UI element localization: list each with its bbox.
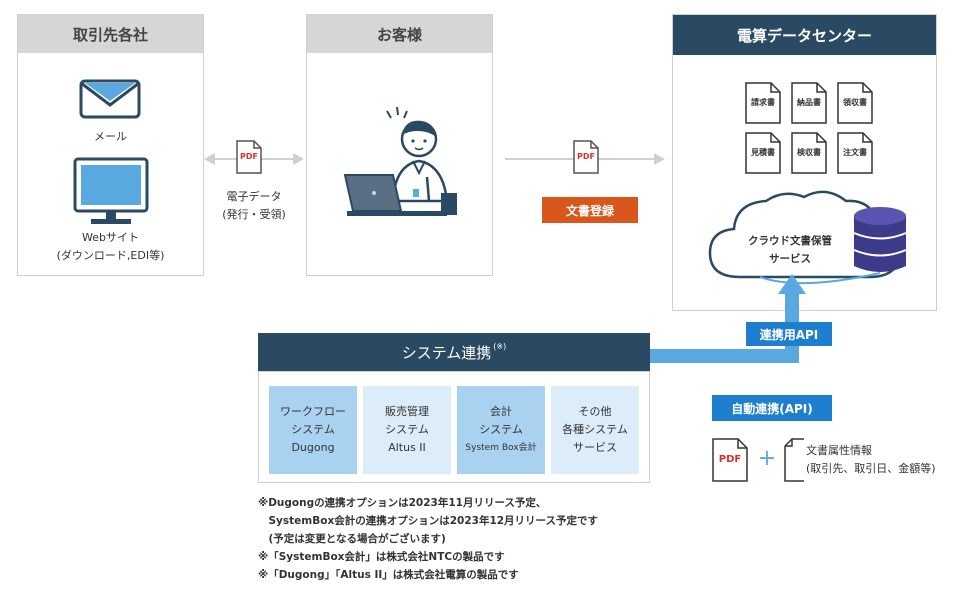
document-icon: 見積書 bbox=[745, 132, 781, 174]
person-laptop-icon bbox=[343, 106, 457, 216]
footnotes: ※Dugongの連携オプションは2023年11月リリース予定、 SystemBo… bbox=[258, 494, 678, 584]
attribute-info-line1: 文書属性情報 bbox=[806, 444, 872, 457]
tile-line: System Box会計 bbox=[465, 443, 537, 453]
tile-line: 販売管理 bbox=[385, 405, 429, 418]
pdf-label: PDF bbox=[240, 152, 258, 161]
document-label: 注文書 bbox=[843, 148, 867, 157]
footnote-line: ※「Dugong」「Altus II」は株式会社電算の製品です bbox=[258, 569, 519, 581]
tile-line: システム bbox=[479, 423, 523, 436]
document-icon: 納品書 bbox=[791, 82, 827, 124]
document-icon: 検収書 bbox=[791, 132, 827, 174]
tile-line: 会計 bbox=[490, 405, 512, 418]
auto-api-badge: 自動連携(API) bbox=[712, 395, 832, 421]
exchange-caption-line2: (発行・受領) bbox=[222, 208, 286, 221]
mail-label: メール bbox=[94, 130, 127, 143]
customer-box: お客様 bbox=[306, 14, 493, 276]
tile-line: システム bbox=[385, 423, 429, 436]
system-tile-altus: 販売管理 システム Altus II bbox=[363, 386, 451, 474]
document-label: 領収書 bbox=[843, 98, 867, 107]
tile-line: Dugong bbox=[291, 441, 335, 454]
document-label: 請求書 bbox=[751, 98, 775, 107]
document-label: 納品書 bbox=[797, 98, 821, 107]
footnote-line: ※「SystemBox会計」は株式会社NTCの製品です bbox=[258, 551, 505, 563]
tile-line: システム bbox=[291, 423, 335, 436]
clients-title: 取引先各社 bbox=[18, 15, 203, 53]
cloud-label-line1: クラウド文書保管 bbox=[748, 235, 832, 247]
document-icon: 注文書 bbox=[837, 132, 873, 174]
link-api-badge: 連携用API bbox=[746, 322, 832, 346]
api-link-arrow-icon bbox=[650, 274, 806, 363]
tile-line: Altus II bbox=[388, 441, 426, 454]
footnote-line: SystemBox会計の連携オプションは2023年12月リリース予定です bbox=[258, 515, 599, 527]
footnote-line: ※Dugongの連携オプションは2023年11月リリース予定、 bbox=[258, 497, 547, 509]
monitor-icon bbox=[73, 157, 149, 224]
pdf-document-icon: PDF bbox=[712, 438, 748, 482]
plus-icon: + bbox=[757, 446, 777, 471]
system-title-text: システム連携 bbox=[401, 343, 492, 362]
pdf-document-icon: PDF bbox=[573, 140, 599, 174]
system-title-mark: (※) bbox=[493, 341, 507, 351]
tile-line: サービス bbox=[573, 441, 617, 454]
tile-line: その他 bbox=[578, 405, 612, 418]
tile-line: ワークフロー bbox=[280, 405, 346, 418]
document-register-badge: 文書登録 bbox=[542, 197, 638, 223]
clients-box: 取引先各社 メール Webサイト (ダウンロード,EDI等) bbox=[17, 14, 204, 276]
exchange-caption-line1: 電子データ bbox=[226, 190, 282, 203]
pdf-label: PDF bbox=[577, 152, 595, 161]
database-icon bbox=[853, 207, 907, 272]
document-icon: 請求書 bbox=[745, 82, 781, 124]
pdf-document-icon: PDF bbox=[236, 140, 262, 174]
attribute-info-line2: (取引先、取引日、金額等) bbox=[806, 462, 936, 475]
pdf-label: PDF bbox=[718, 454, 742, 465]
mail-icon bbox=[79, 79, 141, 119]
system-title: システム連携 (※) bbox=[258, 333, 650, 371]
document-icon bbox=[784, 438, 804, 482]
document-label: 検収書 bbox=[797, 148, 821, 157]
web-label-line2: (ダウンロード,EDI等) bbox=[56, 249, 165, 262]
system-tile-accounting: 会計 システム System Box会計 bbox=[457, 386, 545, 474]
datacenter-title: 電算データセンター bbox=[673, 15, 936, 55]
cloud-icon bbox=[708, 190, 902, 285]
customer-title: お客様 bbox=[307, 15, 492, 53]
footnote-line: (予定は変更となる場合がございます) bbox=[258, 533, 446, 545]
cloud-label-line2: サービス bbox=[769, 253, 811, 265]
document-icon: 領収書 bbox=[837, 82, 873, 124]
web-label-line1: Webサイト bbox=[82, 231, 139, 244]
system-panel: ワークフロー システム Dugong 販売管理 システム Altus II 会計… bbox=[258, 371, 650, 483]
system-tile-other: その他 各種システム サービス bbox=[551, 386, 639, 474]
document-label: 見積書 bbox=[751, 148, 775, 157]
system-tile-dugong: ワークフロー システム Dugong bbox=[269, 386, 357, 474]
tile-line: 各種システム bbox=[562, 423, 628, 436]
